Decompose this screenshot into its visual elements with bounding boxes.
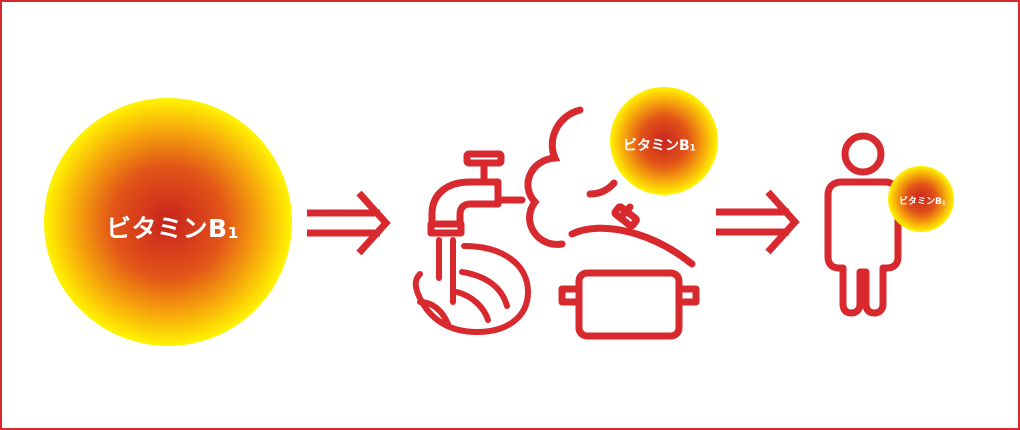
person-icon xyxy=(824,132,902,317)
vitamin-label-small: ビタミンB1 xyxy=(899,197,946,207)
vitamin-orb-large xyxy=(44,98,292,346)
steam-icon xyxy=(524,106,584,248)
vitamin-orb-medium xyxy=(610,87,718,195)
vegetables-icon xyxy=(412,243,531,335)
water-stream xyxy=(436,237,456,305)
vitamin-orb-small xyxy=(888,166,954,232)
faucet-icon xyxy=(427,150,526,237)
arrow-right-icon xyxy=(716,189,800,255)
vitamin-label-medium: ビタミンB1 xyxy=(623,138,696,154)
vitamin-label-large: ビタミンB1 xyxy=(106,214,239,243)
steam-icon-tail xyxy=(586,179,618,198)
cooking-pot-icon xyxy=(558,203,700,340)
arrow-right-icon xyxy=(307,190,391,256)
